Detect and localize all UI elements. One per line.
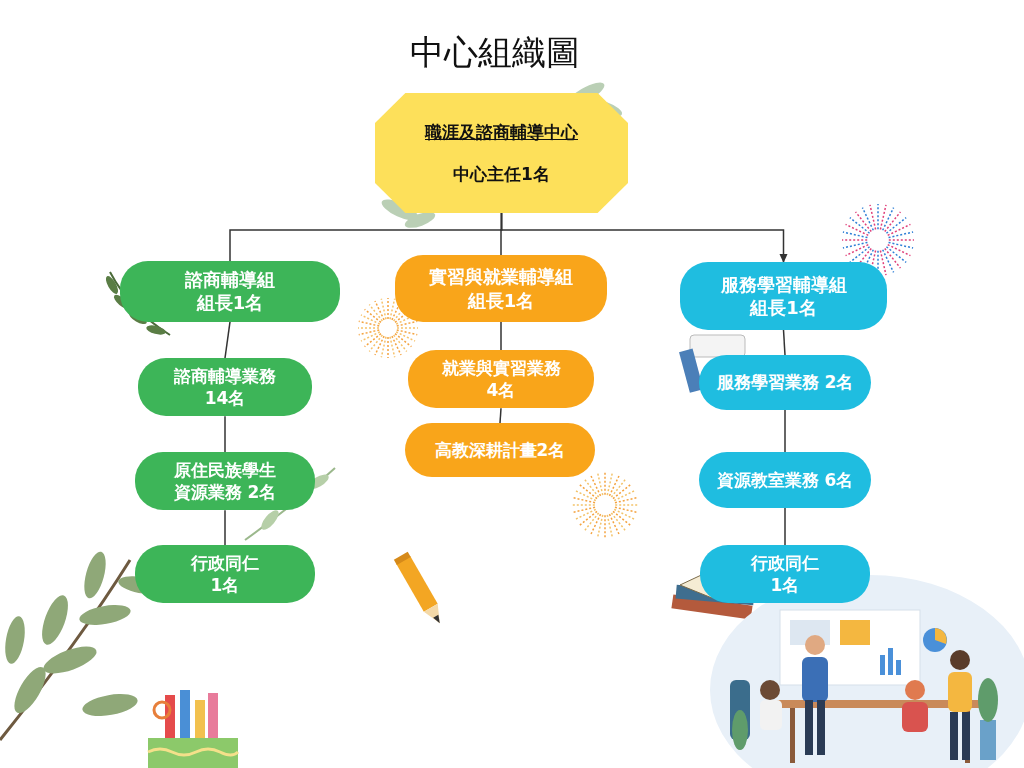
node-label: 服務學習輔導組 組長1名 bbox=[699, 273, 869, 320]
center-title: 職涯及諮商輔導中心 bbox=[425, 121, 578, 143]
connector bbox=[224, 416, 226, 452]
duty-box: 資源教室業務 6名 bbox=[699, 452, 872, 508]
duty-box: 諮商輔導業務 14名 bbox=[138, 358, 312, 416]
duty-box: 高教深耕計畫2名 bbox=[405, 423, 595, 477]
diagram-title: 中心組織圖 bbox=[0, 30, 990, 76]
group-head-box: 諮商輔導組 組長1名 bbox=[120, 261, 340, 322]
duty-box: 行政同仁 1名 bbox=[700, 545, 870, 603]
connector bbox=[224, 510, 226, 545]
pencil-cup bbox=[148, 690, 238, 768]
octagon-shape bbox=[375, 93, 628, 213]
firework-bursts bbox=[358, 204, 914, 539]
node-label: 諮商輔導組 組長1名 bbox=[165, 268, 295, 315]
pencil bbox=[394, 552, 447, 628]
connector bbox=[500, 322, 502, 350]
duty-box: 行政同仁 1名 bbox=[135, 545, 315, 603]
connector bbox=[784, 410, 786, 452]
node-label: 服務學習業務 2名 bbox=[717, 371, 854, 393]
group-head-box: 服務學習輔導組 組長1名 bbox=[680, 262, 887, 330]
node-label: 行政同仁 1名 bbox=[175, 552, 275, 596]
group-head-box: 實習與就業輔導組 組長1名 bbox=[395, 255, 607, 322]
connector bbox=[230, 213, 502, 261]
node-label: 行政同仁 1名 bbox=[735, 552, 835, 596]
node-label: 原住民族學生 資源業務 2名 bbox=[160, 459, 290, 503]
node-label: 高教深耕計畫2名 bbox=[435, 439, 566, 461]
node-label: 就業與實習業務 4名 bbox=[426, 357, 576, 401]
duty-box: 原住民族學生 資源業務 2名 bbox=[135, 452, 315, 510]
connector bbox=[784, 330, 786, 355]
node-label: 諮商輔導業務 14名 bbox=[155, 365, 295, 409]
connector bbox=[225, 322, 230, 358]
node-label: 實習與就業輔導組 組長1名 bbox=[411, 265, 591, 312]
meeting-illustration bbox=[710, 575, 1024, 768]
duty-box: 就業與實習業務 4名 bbox=[408, 350, 594, 408]
node-label: 資源教室業務 6名 bbox=[717, 469, 854, 491]
connector bbox=[784, 508, 786, 545]
director-count: 中心主任1名 bbox=[453, 163, 550, 185]
connector bbox=[500, 408, 501, 423]
duty-box: 服務學習業務 2名 bbox=[699, 355, 872, 410]
center-box: 職涯及諮商輔導中心中心主任1名 bbox=[375, 93, 628, 213]
